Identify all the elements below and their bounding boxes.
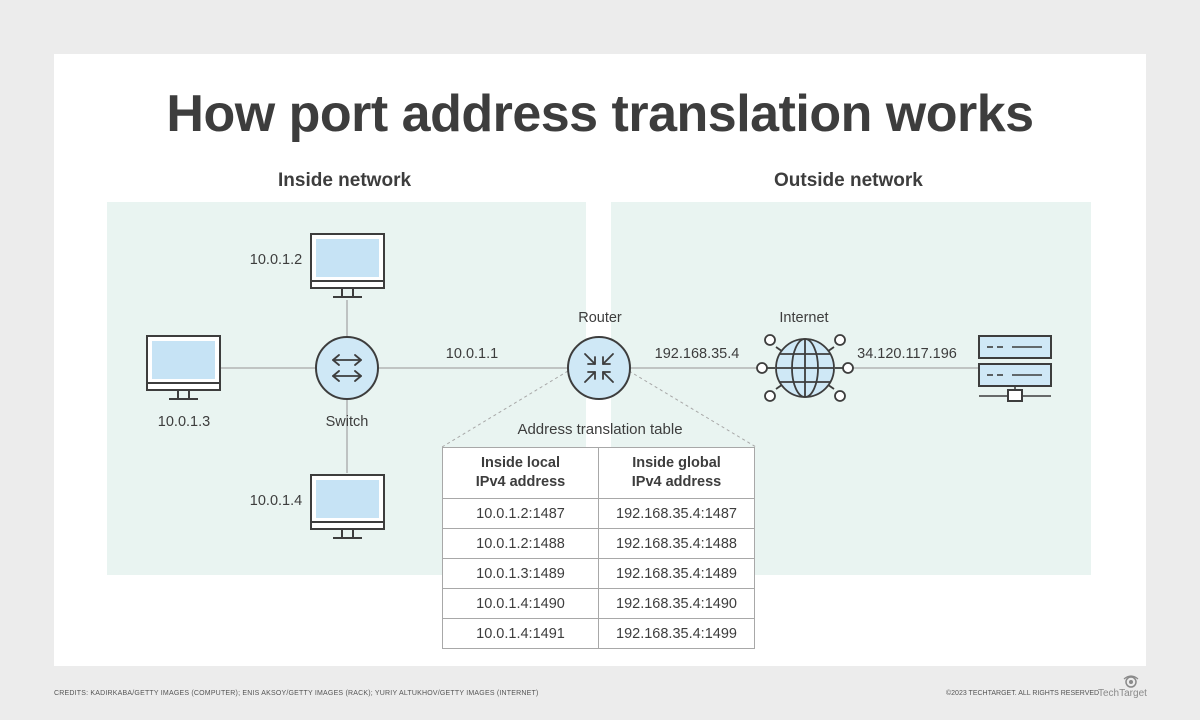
techtarget-logo-icon bbox=[1123, 675, 1139, 688]
table-header-row: Inside local IPv4 address Inside global … bbox=[442, 447, 755, 499]
copyright-notice: ©2023 TECHTARGET. ALL RIGHTS RESERVED bbox=[946, 690, 1100, 697]
zoom-line-left bbox=[441, 370, 569, 448]
server-ip-label: 34.120.117.196 bbox=[857, 346, 957, 362]
zoom-line-right bbox=[628, 370, 757, 448]
cell-local: 10.0.1.4:1491 bbox=[442, 618, 599, 649]
cell-local: 10.0.1.3:1489 bbox=[442, 558, 599, 589]
techtarget-logo-text: TechTarget bbox=[1098, 688, 1147, 699]
switch-label: Switch bbox=[326, 414, 369, 430]
header-inside-local-line1: Inside local bbox=[481, 455, 560, 471]
outside-network-label: Outside network bbox=[774, 170, 923, 191]
table-row: 10.0.1.4:1491 192.168.35.4:1499 bbox=[442, 618, 755, 649]
computer-bottom-icon bbox=[310, 474, 385, 539]
router-outside-ip-label: 192.168.35.4 bbox=[655, 346, 740, 362]
server-rack-icon bbox=[978, 335, 1052, 402]
table-row: 10.0.1.3:1489 192.168.35.4:1489 bbox=[442, 558, 755, 589]
table-row: 10.0.1.2:1488 192.168.35.4:1488 bbox=[442, 528, 755, 559]
header-inside-local-line2: IPv4 address bbox=[475, 474, 566, 490]
address-translation-table-caption: Address translation table bbox=[517, 421, 683, 438]
computer-left-icon bbox=[146, 335, 221, 400]
switch-link-ip-label: 10.0.1.1 bbox=[446, 346, 498, 362]
internet-globe-icon bbox=[756, 334, 854, 402]
cell-global: 192.168.35.4:1499 bbox=[598, 618, 755, 649]
cell-global: 192.168.35.4:1490 bbox=[598, 588, 755, 619]
internet-label: Internet bbox=[779, 310, 828, 326]
cell-local: 10.0.1.4:1490 bbox=[442, 588, 599, 619]
image-credits: CREDITS: KADIRKABA/GETTY IMAGES (COMPUTE… bbox=[54, 690, 539, 697]
switch-icon bbox=[315, 336, 379, 400]
header-inside-local: Inside local IPv4 address bbox=[442, 447, 599, 499]
table-row: 10.0.1.2:1487 192.168.35.4:1487 bbox=[442, 498, 755, 529]
page-title: How port address translation works bbox=[166, 85, 1034, 143]
cell-local: 10.0.1.2:1488 bbox=[442, 528, 599, 559]
cell-global: 192.168.35.4:1488 bbox=[598, 528, 755, 559]
header-inside-global-line2: IPv4 address bbox=[631, 474, 722, 490]
address-translation-table: Inside local IPv4 address Inside global … bbox=[442, 447, 755, 649]
cell-global: 192.168.35.4:1489 bbox=[598, 558, 755, 589]
computer-top-icon bbox=[310, 233, 385, 298]
router-icon bbox=[567, 336, 631, 400]
router-label: Router bbox=[578, 310, 622, 326]
pc-top-ip-label: 10.0.1.2 bbox=[250, 252, 302, 268]
address-translation-table-wrap: Inside local IPv4 address Inside global … bbox=[442, 447, 755, 649]
pc-left-ip-label: 10.0.1.3 bbox=[158, 414, 210, 430]
header-inside-global: Inside global IPv4 address bbox=[598, 447, 755, 499]
cell-local: 10.0.1.2:1487 bbox=[442, 498, 599, 529]
inside-network-label: Inside network bbox=[278, 170, 412, 191]
pc-bottom-ip-label: 10.0.1.4 bbox=[250, 493, 302, 509]
cell-global: 192.168.35.4:1487 bbox=[598, 498, 755, 529]
header-inside-global-line1: Inside global bbox=[632, 455, 721, 471]
table-row: 10.0.1.4:1490 192.168.35.4:1490 bbox=[442, 588, 755, 619]
